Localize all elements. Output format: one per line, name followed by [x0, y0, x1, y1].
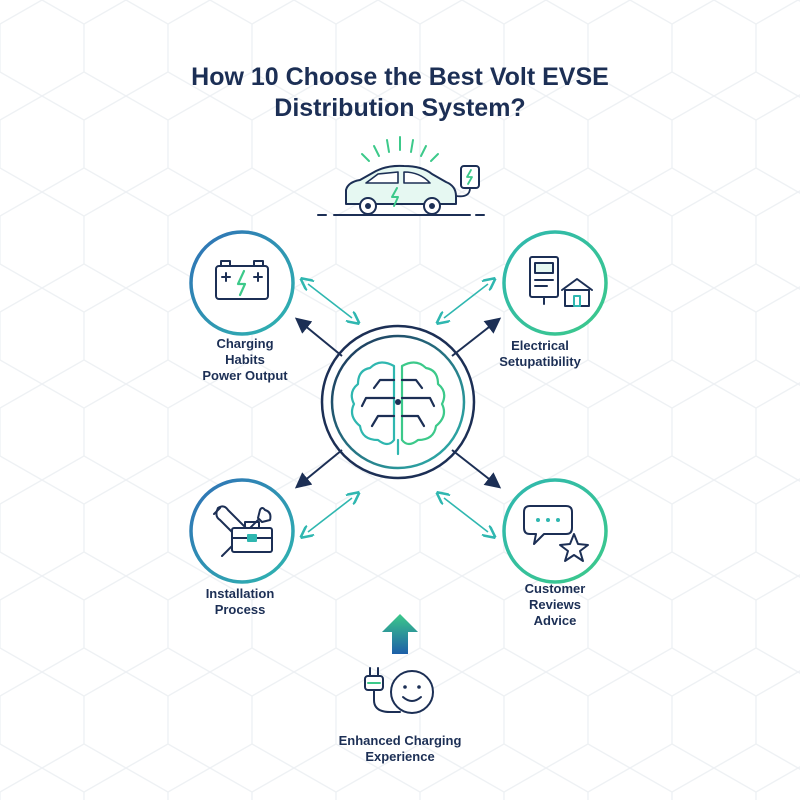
- page-title: How 10 Choose the Best Volt EVSE Distrib…: [0, 62, 800, 124]
- electric-car-charging-icon: [317, 136, 485, 216]
- battery-icon: [215, 260, 269, 300]
- label-electrical-line-2: Setupatibility: [499, 354, 581, 369]
- chat-star-icon: [523, 505, 589, 562]
- label-electrical: Electrical Setupatibility: [475, 338, 605, 370]
- label-electrical-line-1: Electrical: [511, 338, 569, 353]
- label-installation-line-1: Installation: [205, 586, 275, 601]
- label-charging-line-2: Habits: [225, 352, 265, 367]
- up-arrow: [382, 614, 418, 654]
- node-charging: [189, 230, 295, 336]
- wrench-toolbox-icon: [213, 505, 273, 557]
- center-arrows: [294, 317, 502, 489]
- label-charging-line-1: Charging: [216, 336, 274, 351]
- label-outcome-line-1: Enhanced Charging: [338, 733, 462, 748]
- electric-meter-house-icon: [529, 256, 593, 307]
- node-customer: [502, 478, 608, 584]
- label-customer: Customer Reviews Advice: [495, 581, 615, 629]
- label-customer-line-2: Reviews: [528, 597, 582, 612]
- label-charging-line-3: Power Output: [202, 368, 288, 383]
- label-outcome-line-2: Experience: [365, 749, 435, 764]
- label-customer-line-3: Advice: [533, 613, 577, 628]
- label-outcome: Enhanced Charging Experience: [300, 733, 500, 765]
- node-electrical: [502, 230, 608, 336]
- link-arrows: [308, 284, 488, 532]
- label-charging: Charging Habits Power Output: [180, 336, 310, 384]
- label-customer-line-1: Customer: [524, 581, 586, 596]
- plug-smiley-icon: [364, 667, 434, 714]
- title-line-1: How 10 Choose the Best Volt EVSE: [191, 63, 609, 91]
- node-installation: [189, 478, 295, 584]
- title-line-2: Distribution System?: [274, 94, 526, 122]
- label-installation-line-2: Process: [214, 602, 266, 617]
- brain-circuit-icon: [350, 361, 446, 456]
- label-installation: Installation Process: [180, 586, 300, 618]
